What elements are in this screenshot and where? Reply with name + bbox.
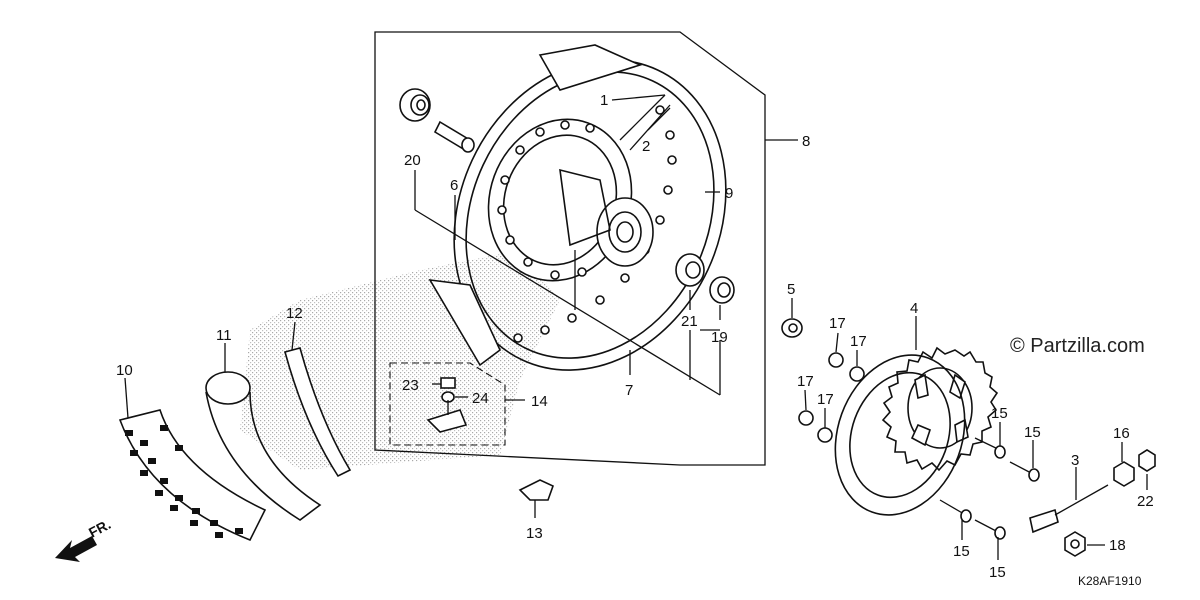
nut-17b: [849, 366, 865, 382]
callout-12: 12: [286, 305, 303, 322]
wheel-assembly-box: [374, 31, 766, 466]
nut-16: [1113, 461, 1135, 487]
callout-15a: 15: [991, 405, 1008, 422]
diagram-code: K28AF1910: [1078, 574, 1142, 588]
callout-14: 14: [531, 393, 548, 410]
callout-7: 7: [625, 382, 633, 399]
adjuster-bolt-3: [1029, 484, 1109, 534]
nut-17a: [828, 352, 844, 368]
callout-20: 20: [404, 152, 421, 169]
callout-17a: 17: [829, 315, 846, 332]
callout-1: 1: [600, 92, 608, 109]
callout-18: 18: [1109, 537, 1126, 554]
nut-22: [1138, 449, 1156, 472]
bolt-15a: [974, 437, 1006, 459]
bolt-15d: [974, 519, 1006, 540]
valve-group-box: [389, 362, 506, 446]
bearing-21: [675, 253, 705, 287]
callout-15d: 15: [989, 564, 1006, 581]
bearing-20: [399, 88, 431, 122]
sprocket-ring: [834, 354, 966, 516]
callout-3: 3: [1071, 452, 1079, 469]
valve-stem: [426, 400, 468, 433]
callout-17d: 17: [817, 391, 834, 408]
tube-11: [205, 371, 322, 521]
callout-21: 21: [681, 313, 698, 330]
watermark: © Partzilla.com: [1010, 335, 1145, 357]
sprocket-4: [881, 346, 999, 472]
rim-band-12: [284, 347, 352, 478]
callout-10: 10: [116, 362, 133, 379]
bolt-15b: [1009, 461, 1040, 482]
rim-spoke-holes: [513, 105, 677, 343]
leader-lines: [124, 94, 1148, 560]
callout-17c: 17: [797, 373, 814, 390]
callout-11: 11: [216, 327, 232, 344]
callout-17b: 17: [850, 333, 867, 350]
arrow-left-down-icon: [55, 536, 97, 562]
watermark-text: © Partzilla.com: [1010, 335, 1145, 357]
callout-23: 23: [402, 377, 419, 394]
callout-4: 4: [910, 300, 918, 317]
callout-6: 6: [450, 177, 458, 194]
callout-9: 9: [725, 185, 733, 202]
callout-15c: 15: [953, 543, 970, 560]
callout-22: 22: [1137, 493, 1154, 510]
nut-17c: [798, 410, 814, 426]
tire-10: [118, 409, 267, 542]
wheel-hub: [487, 118, 654, 282]
seal-19: [709, 276, 735, 304]
callout-2: 2: [642, 138, 650, 155]
callout-16: 16: [1113, 425, 1130, 442]
nut-17d: [817, 427, 833, 443]
callout-15b: 15: [1024, 424, 1041, 441]
callout-13: 13: [526, 525, 543, 542]
callout-24: 24: [472, 390, 489, 407]
front-direction-indicator: FR.: [55, 516, 113, 562]
bolt-15c: [939, 499, 972, 523]
callout-8: 8: [802, 133, 810, 150]
callout-5: 5: [787, 281, 795, 298]
clip-13: [518, 479, 554, 501]
hub-holes: [497, 120, 595, 280]
front-label: FR.: [86, 516, 113, 541]
valve-cap-23: [440, 377, 456, 389]
spacer-6: [433, 120, 475, 153]
callout-19: 19: [711, 329, 728, 346]
collar-5: [781, 318, 803, 338]
nut-18: [1064, 531, 1086, 557]
